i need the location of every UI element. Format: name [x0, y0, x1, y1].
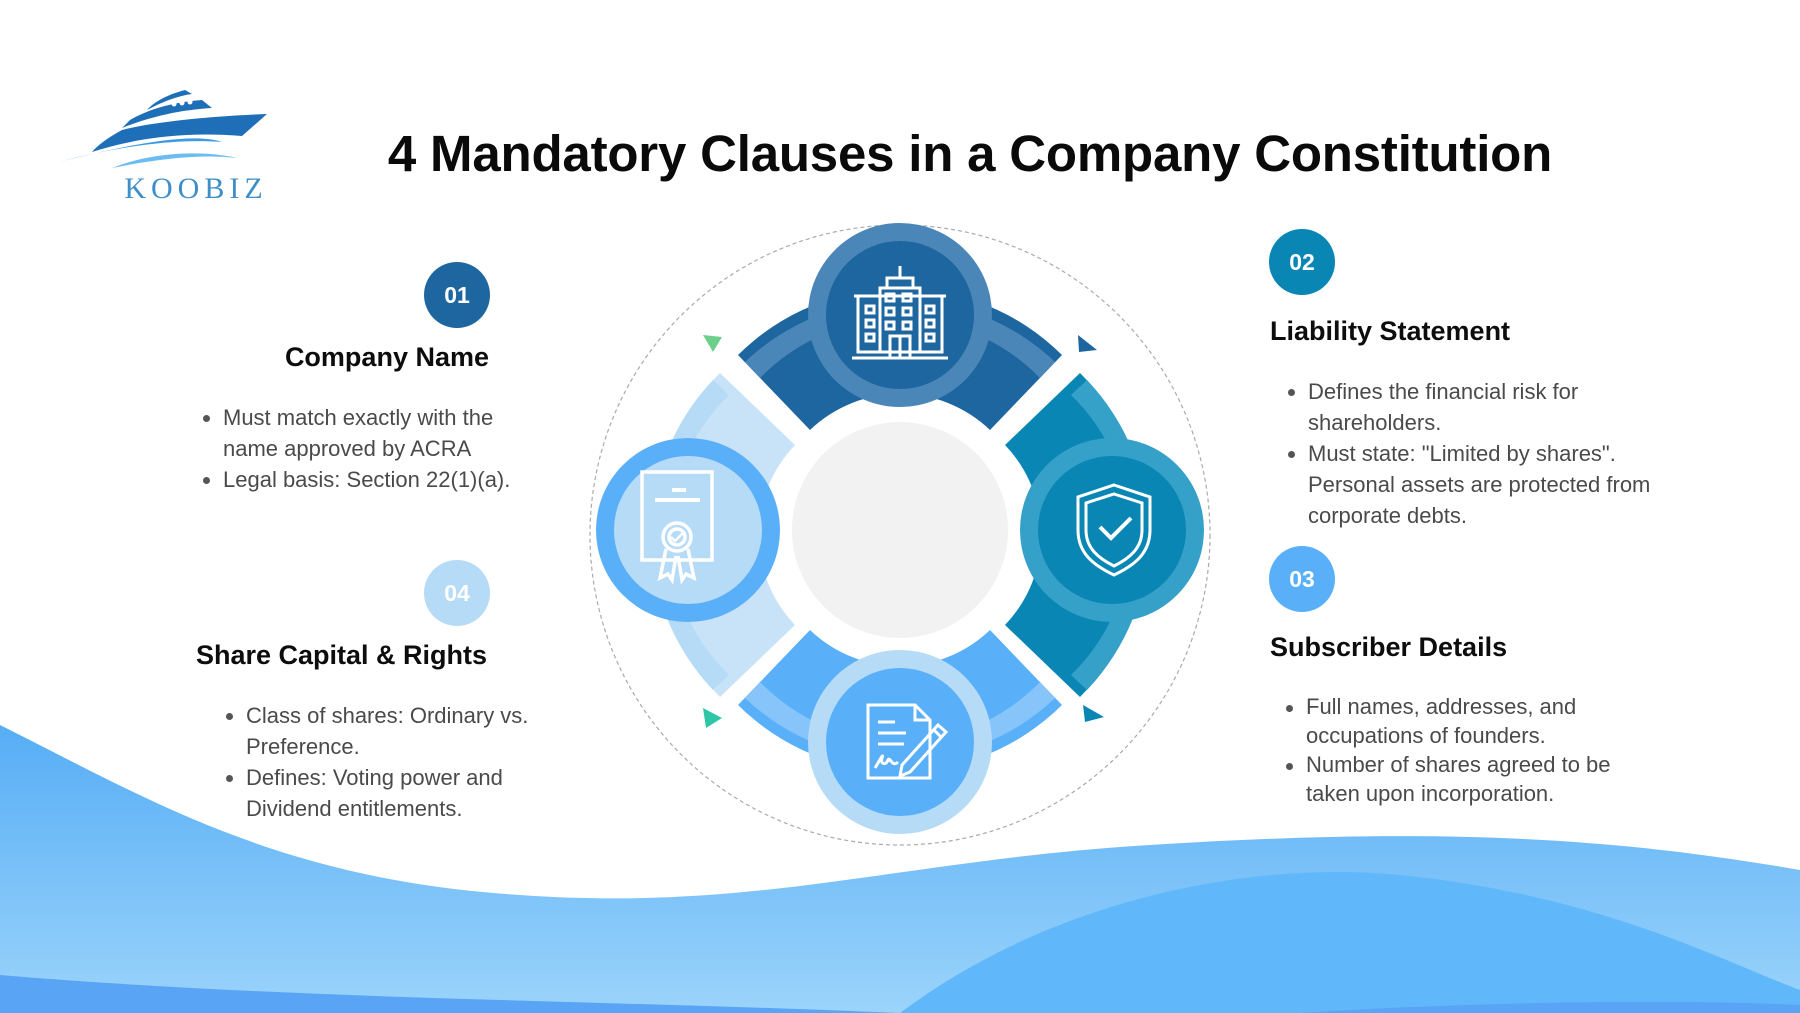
bullet: Must match exactly with the name approve…: [200, 402, 540, 464]
badge-01: 01: [424, 262, 490, 328]
badge-02: 02: [1269, 229, 1335, 295]
clause-title-share-capital: Share Capital & Rights: [196, 640, 488, 670]
building-icon: [852, 266, 948, 360]
badge-04: 04: [424, 560, 490, 626]
page-title: 4 Mandatory Clauses in a Company Constit…: [387, 125, 1553, 182]
bullet: Defines the financial risk for sharehold…: [1285, 376, 1665, 438]
badge-03: 03: [1269, 546, 1335, 612]
clause-title-company-name: Company Name: [284, 342, 489, 372]
segment-company-name: [738, 223, 1062, 430]
clause-bullets-liability: Defines the financial risk for sharehold…: [1285, 376, 1665, 531]
koobiz-logo: KOOBIZ: [52, 86, 282, 206]
clause-bullets-company-name: Must match exactly with the name approve…: [200, 402, 540, 495]
clause-title-subscriber: Subscriber Details: [1270, 632, 1508, 662]
bullet: Must state: "Limited by shares". Persona…: [1285, 438, 1665, 531]
segment-share-capital: [596, 373, 795, 697]
signed-document-icon: [866, 703, 949, 780]
bullet: Class of shares: Ordinary vs. Preference…: [223, 700, 533, 762]
clause-title-liability: Liability Statement: [1270, 316, 1511, 346]
shield-check-icon: [1076, 483, 1152, 577]
clause-bullets-subscriber: Full names, addresses, and occupations o…: [1283, 692, 1643, 808]
yacht-logo-icon: [58, 90, 267, 168]
clause-bullets-share-capital: Class of shares: Ordinary vs. Preference…: [223, 700, 533, 824]
segment-liability: [1005, 373, 1204, 697]
bullet: Defines: Voting power and Dividend entit…: [223, 762, 533, 824]
segment-subscriber: [738, 630, 1062, 834]
brand-name: KOOBIZ: [124, 172, 268, 205]
certificate-icon: [640, 470, 714, 585]
bullet: Number of shares agreed to be taken upon…: [1283, 750, 1643, 808]
bullet: Full names, addresses, and occupations o…: [1283, 692, 1643, 750]
bullet: Legal basis: Section 22(1)(a).: [200, 464, 540, 495]
